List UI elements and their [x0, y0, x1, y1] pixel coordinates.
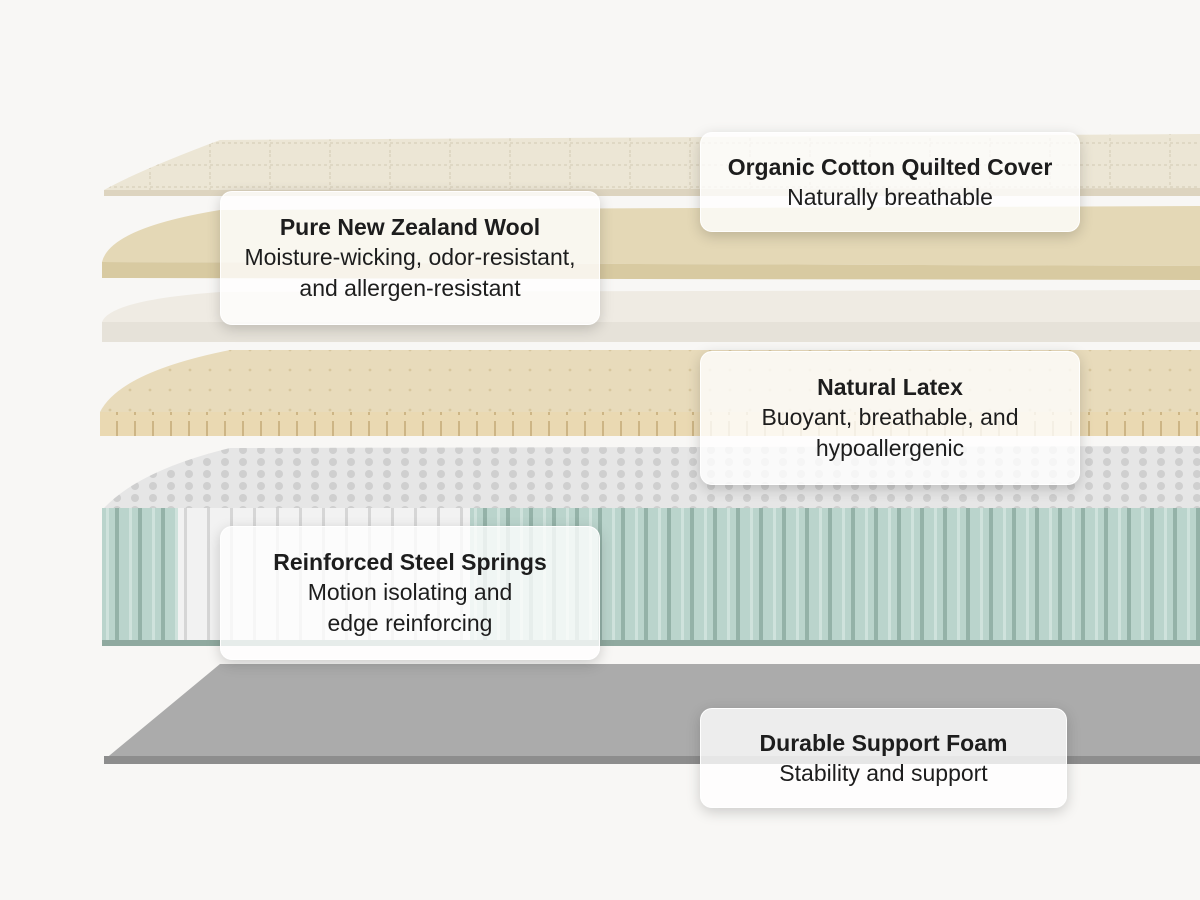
callout-support-foam: Durable Support Foam Stability and suppo…: [700, 708, 1067, 808]
callout-title: Pure New Zealand Wool: [279, 214, 541, 240]
callout-title: Natural Latex: [817, 374, 963, 400]
callout-title: Durable Support Foam: [759, 729, 1008, 756]
callout-title: Organic Cotton Quilted Cover: [727, 153, 1053, 180]
callout-description-line: hypoallergenic: [815, 435, 965, 461]
callout-title: Reinforced Steel Springs: [273, 549, 547, 575]
callout-description-line: Moisture-wicking, odor-resistant,: [244, 244, 576, 270]
callout-wool: Pure New Zealand Wool Moisture-wicking, …: [220, 191, 600, 325]
callout-description-line: Motion isolating and: [307, 579, 513, 605]
callout-description-line: edge reinforcing: [327, 610, 493, 636]
callout-latex: Natural Latex Buoyant, breathable, and h…: [700, 351, 1080, 485]
callout-description: Naturally breathable: [787, 183, 993, 210]
callout-description-line: and allergen-resistant: [299, 275, 521, 301]
callout-description: Stability and support: [779, 759, 988, 786]
callout-cover: Organic Cotton Quilted Cover Naturally b…: [700, 132, 1080, 232]
callout-springs: Reinforced Steel Springs Motion isolatin…: [220, 526, 600, 660]
callout-description-line: Buoyant, breathable, and: [761, 404, 1019, 430]
